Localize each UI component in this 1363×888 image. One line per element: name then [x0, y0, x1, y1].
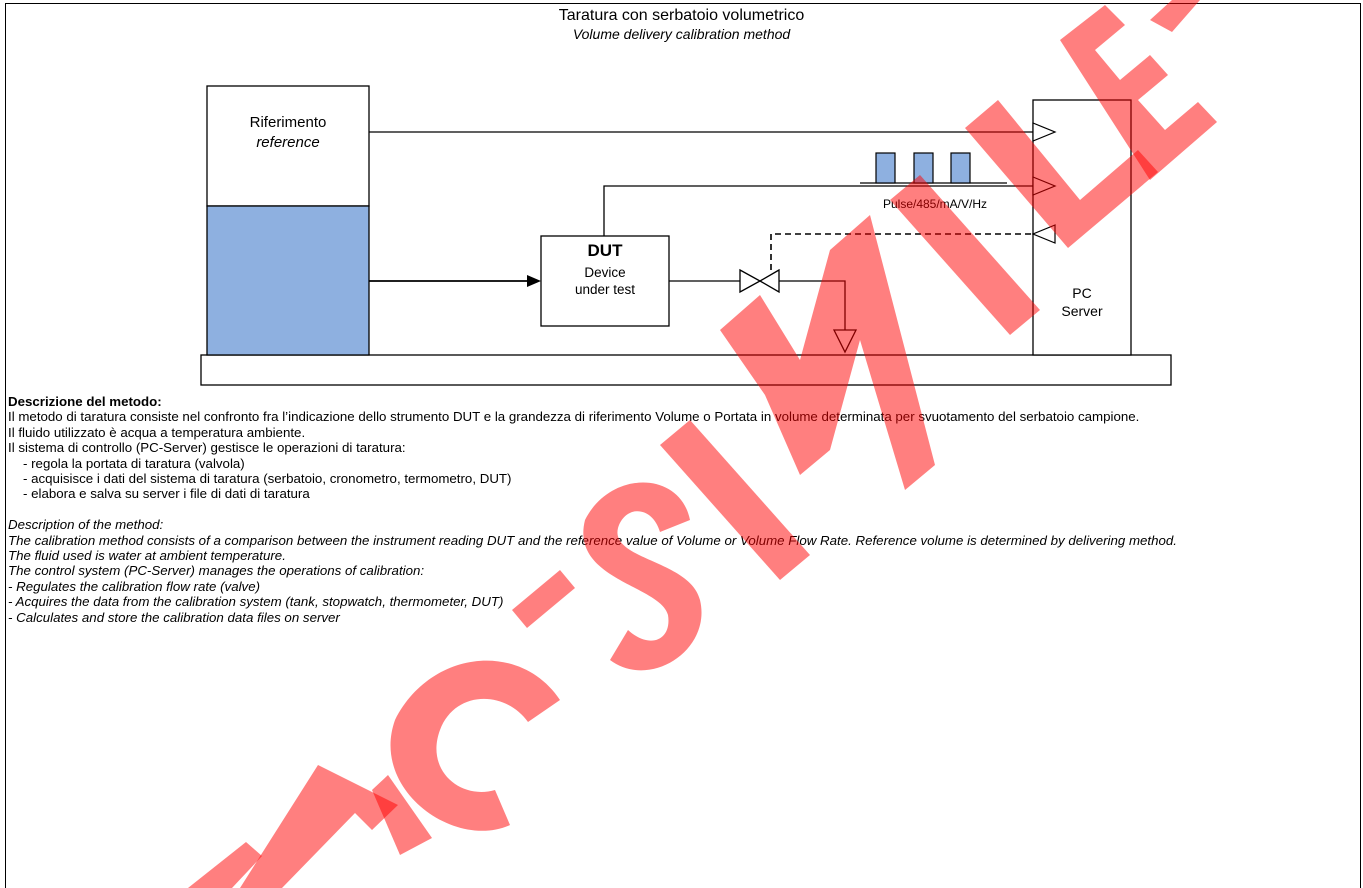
- description-en-paragraph3: The control system (PC-Server) manages t…: [8, 563, 425, 579]
- reference-tank: [206, 85, 370, 207]
- description-it-bullet: - regola la portata di taratura (valvola…: [23, 455, 245, 471]
- drain-icon: [832, 329, 858, 354]
- page-subtitle: Volume delivery calibration method: [572, 26, 791, 42]
- flow-arrow-icon: [527, 275, 541, 287]
- valve-control-line: [770, 233, 1033, 270]
- dut-line2: under test: [574, 282, 636, 297]
- valve-icon: [739, 268, 780, 294]
- description-it-paragraph2: Il fluido utilizzato è acqua a temperatu…: [8, 424, 306, 440]
- description-en-bullet: - Acquires the data from the calibration…: [8, 594, 504, 610]
- description-it-paragraph3: Il sistema di controllo (PC-Server) gest…: [8, 440, 406, 456]
- calibration-diagram: [200, 85, 1172, 386]
- pulse-train-icon: [875, 152, 971, 184]
- tank-water: [206, 205, 370, 356]
- pc-label-line2: Server: [1061, 303, 1103, 319]
- description-it-bullet: - acquisisce i dati del sistema di tarat…: [23, 471, 512, 487]
- page-frame: [5, 3, 1361, 888]
- dut-box: [540, 235, 670, 327]
- method-description: Descrizione del metodo: Il metodo di tar…: [8, 394, 1353, 625]
- description-en-bullet: - Calculates and store the calibration d…: [8, 609, 340, 625]
- dut-line1: Device: [584, 265, 626, 280]
- pc-label-line1: PC: [1072, 285, 1092, 301]
- dut-signal-line: [603, 185, 1033, 236]
- description-en-bullet: - Regulates the calibration flow rate (v…: [8, 578, 261, 594]
- page-title: Taratura con serbatoio volumetrico: [558, 7, 805, 24]
- description-en-paragraph2: The fluid used is water at ambient tempe…: [8, 548, 286, 564]
- description-it-paragraph1: Il metodo di taratura consiste nel confr…: [8, 409, 1140, 425]
- description-it-heading: Descrizione del metodo:: [8, 394, 162, 409]
- dut-title: DUT: [587, 241, 623, 260]
- signal-label: Pulse/485/mA/V/Hz: [882, 197, 988, 211]
- reference-label-en: reference: [256, 134, 320, 151]
- reference-label-it: Riferimento: [249, 114, 327, 131]
- base-platform: [200, 354, 1172, 386]
- valve-to-drain-line: [779, 280, 846, 330]
- description-it-bullet: - elabora e salva su server i file di da…: [23, 486, 310, 502]
- description-en-paragraph1: The calibration method consists of a com…: [8, 532, 1178, 548]
- description-en-heading: Description of the method:: [8, 517, 164, 533]
